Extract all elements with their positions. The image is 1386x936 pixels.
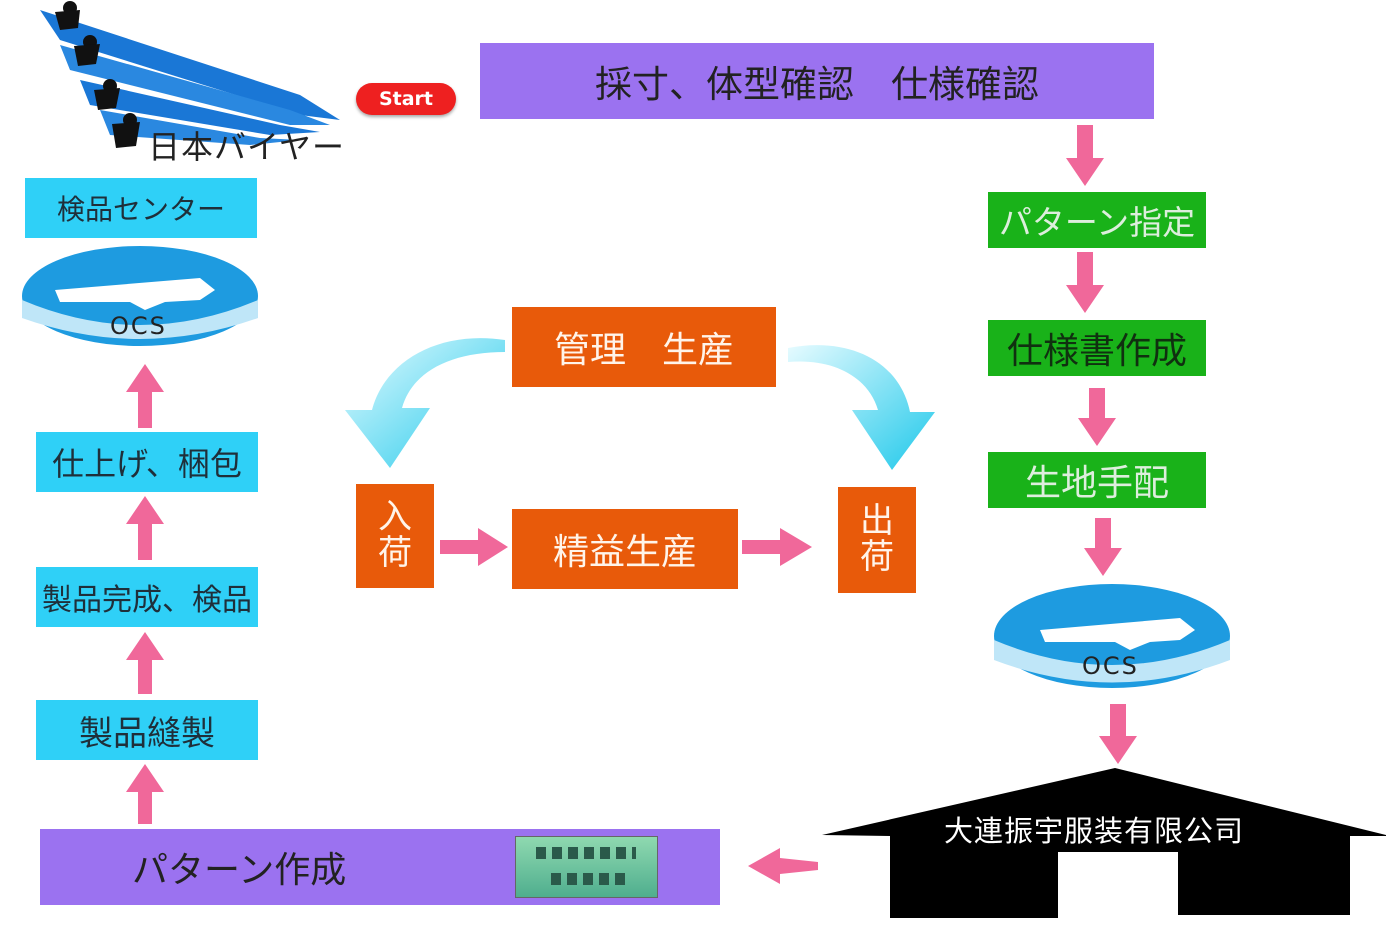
left-arrow-icon [748,848,818,884]
runner-figures-icon [55,1,140,148]
ocs-label-left: OCS [110,312,167,340]
curved-arrow-left-icon [345,338,505,468]
down-arrow-icon [1066,125,1104,186]
start-button[interactable]: Start [356,83,456,115]
outgoing-char-2: 荷 [860,537,894,577]
finishing-packing-box: 仕上げ、梱包 [36,432,258,492]
airplane-icon [55,278,215,310]
product-inspection-box: 製品完成、検品 [36,567,258,627]
down-arrow-icon [1078,388,1116,446]
buyer-illustration [40,1,340,148]
down-arrow-icon [1084,518,1122,576]
lean-production-box: 精益生産 [512,509,738,589]
fabric-order-box: 生地手配 [988,452,1206,508]
buyer-label: 日本バイヤー [148,128,346,166]
spec-sheet-box: 仕様書作成 [988,320,1206,376]
airplane-icon [1040,618,1195,650]
incoming-char-1: 入 [378,497,412,538]
down-arrow-icon [1066,252,1104,313]
up-arrow-icon [126,496,164,560]
management-production-box: 管理 生産 [512,307,776,387]
right-arrow-icon [742,528,812,566]
incoming-char-2: 荷 [378,533,412,573]
down-arrow-icon [1099,704,1137,764]
up-arrow-icon [126,364,164,428]
curved-arrow-right-icon [788,345,935,470]
inspection-center-box: 検品センター [25,178,257,238]
pattern-photo-thumbnail [515,836,658,898]
ocs-label-right: OCS [1082,652,1139,680]
pattern-spec-box: パターン指定 [988,192,1206,248]
measure-confirm-box: 採寸、体型確認 仕様確認 [480,43,1154,119]
outgoing-box: 出 荷 [838,487,916,593]
incoming-box: 入 荷 [356,484,434,588]
outgoing-char-1: 出 [860,501,894,542]
company-name: 大連振宇服装有限公司 [944,814,1245,848]
up-arrow-icon [126,632,164,694]
blue-swoosh-icon [40,10,340,145]
sewing-box: 製品縫製 [36,700,258,760]
up-arrow-icon [126,764,164,824]
right-arrow-icon [440,528,508,566]
